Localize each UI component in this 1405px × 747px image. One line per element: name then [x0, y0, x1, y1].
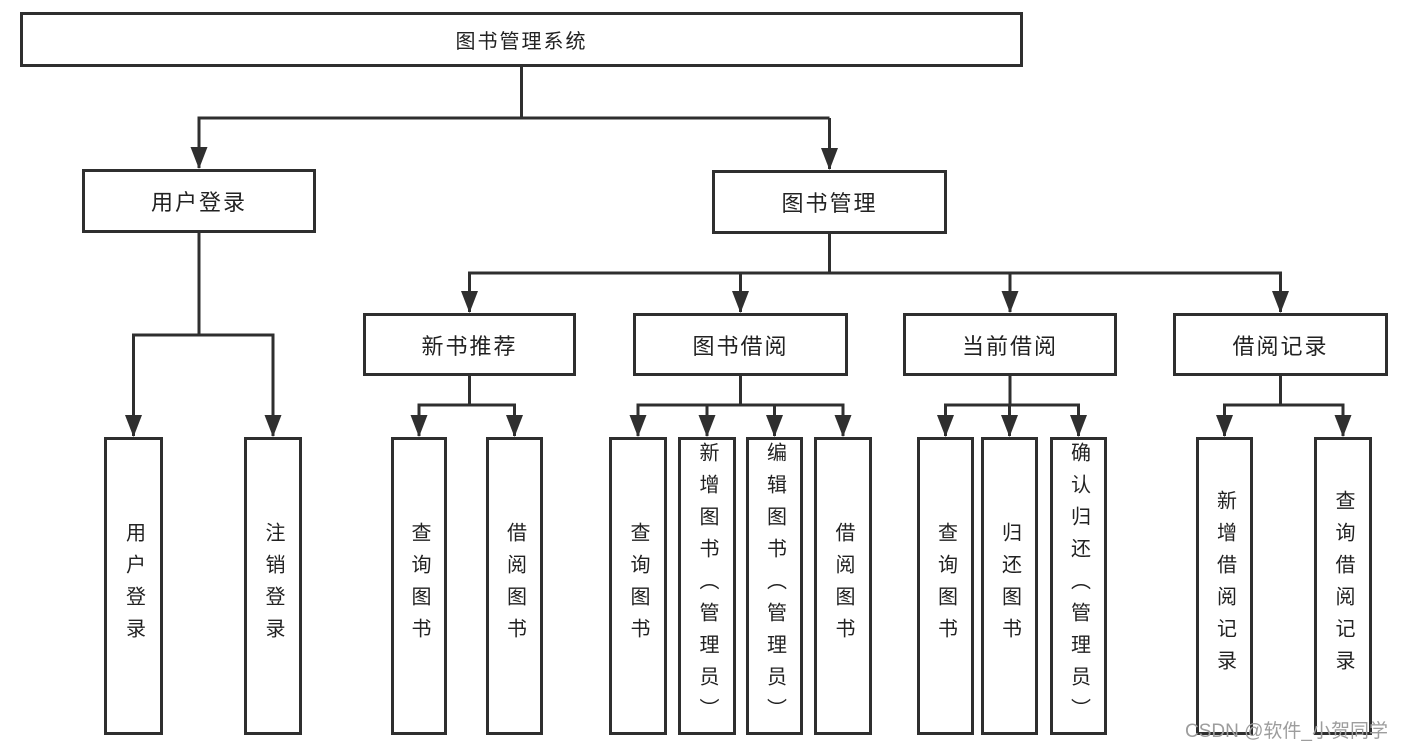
- node-book-borrowing: 图书借阅: [633, 313, 848, 376]
- leaf-query-books-borrowing: 查询图书: [609, 437, 667, 735]
- leaf-add-borrow-record: 新增借阅记录: [1196, 437, 1253, 735]
- node-root: 图书管理系统: [20, 12, 1023, 67]
- leaf-return-books: 归还图书: [981, 437, 1038, 735]
- leaf-user-login: 用户登录: [104, 437, 163, 735]
- leaf-confirm-return-admin: 确认归还（管理员）: [1050, 437, 1107, 735]
- node-user-login: 用户登录: [82, 169, 316, 233]
- node-new-book-recommend: 新书推荐: [363, 313, 576, 376]
- node-book-management: 图书管理: [712, 170, 947, 234]
- watermark-text: CSDN @软件_小贺同学: [1185, 721, 1388, 742]
- leaf-logout: 注销登录: [244, 437, 302, 735]
- leaf-borrow-books-recommend: 借阅图书: [486, 437, 543, 735]
- leaf-query-borrow-record: 查询借阅记录: [1314, 437, 1372, 735]
- leaf-add-books-admin: 新增图书（管理员）: [678, 437, 736, 735]
- leaf-query-books-current: 查询图书: [917, 437, 974, 735]
- leaf-query-books-recommend: 查询图书: [391, 437, 447, 735]
- node-current-borrowing: 当前借阅: [903, 313, 1117, 376]
- node-borrowing-records: 借阅记录: [1173, 313, 1388, 376]
- leaf-borrow-books-borrowing: 借阅图书: [814, 437, 872, 735]
- leaf-edit-books-admin: 编辑图书（管理员）: [746, 437, 803, 735]
